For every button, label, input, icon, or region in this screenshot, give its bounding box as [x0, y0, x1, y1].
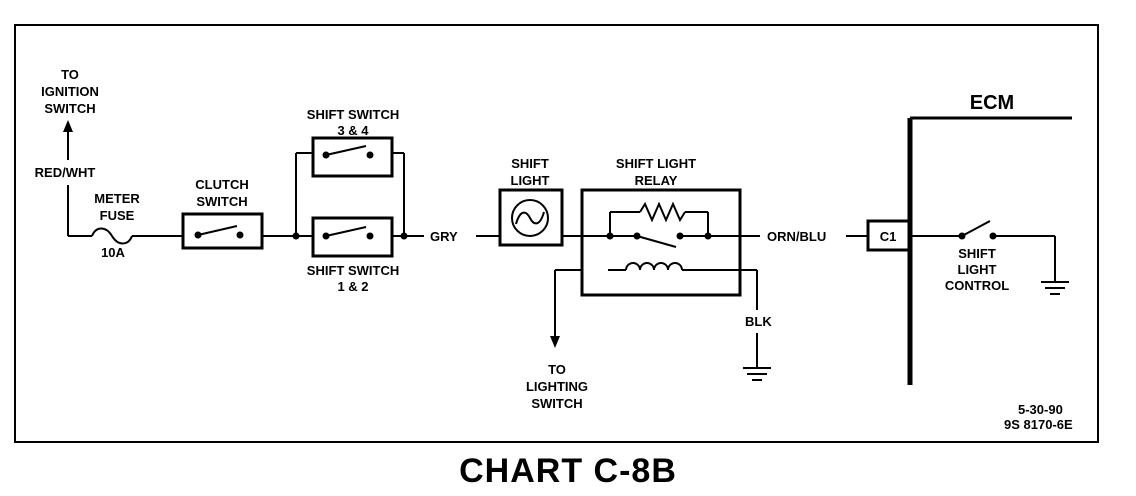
meter-fuse-line1: METER: [94, 191, 140, 206]
blk-ground-icon: [743, 367, 771, 381]
shift-light-line1: SHIFT: [511, 156, 549, 171]
diagram-frame: [14, 24, 1099, 443]
shift-light-control-line2: LIGHT: [958, 262, 997, 277]
lighting-arrow-head: [550, 336, 560, 348]
shift-switch-12-line1: SHIFT SWITCH: [307, 263, 399, 278]
shift-switch-34-contact-b: [366, 151, 374, 159]
relay-coil-icon: [625, 262, 683, 271]
to-lighting-line3: SWITCH: [531, 396, 582, 411]
connector-c1-label: C1: [880, 229, 897, 244]
shift-light-bulb-icon: [511, 199, 549, 237]
ref-label: 9S 8170-6E: [1004, 417, 1073, 432]
chart-title: CHART C-8B: [459, 452, 677, 490]
shift-light-box: [498, 188, 564, 247]
relay-resistor-icon: [639, 201, 686, 223]
fuse-rating: 10A: [101, 245, 125, 260]
relay-label-line2: RELAY: [635, 173, 678, 188]
shift-switch-34-line2: 3 & 4: [337, 123, 369, 138]
to-ignition-line2: IGNITION: [41, 84, 99, 99]
shift-light-control-line1: SHIFT: [958, 246, 996, 261]
shift-switch-12-line2: 1 & 2: [337, 279, 368, 294]
shift-switch-34-line1: SHIFT SWITCH: [307, 107, 399, 122]
ignition-arrow-head: [63, 120, 73, 132]
wiring-diagram: TO IGNITION SWITCH RED/WHT METER FUSE 10…: [14, 24, 1099, 443]
shift-switch-12-contact-b: [366, 232, 374, 240]
to-ignition-line1: TO: [61, 67, 79, 82]
shift-switch-34-blade: [325, 145, 367, 156]
shift-light-control-line3: CONTROL: [945, 278, 1009, 293]
relay-label-line1: SHIFT LIGHT: [616, 156, 696, 171]
gry-label: GRY: [430, 229, 458, 244]
meter-fuse-line2: FUSE: [100, 208, 135, 223]
ecm-label: ECM: [970, 92, 1014, 114]
to-lighting-line1: TO: [548, 362, 566, 377]
shift-light-line2: LIGHT: [511, 173, 550, 188]
clutch-switch-line1: CLUTCH: [195, 177, 248, 192]
orn-blu-label: ORN/BLU: [767, 229, 826, 244]
red-wht-label: RED/WHT: [35, 165, 96, 180]
clutch-switch-line2: SWITCH: [196, 194, 247, 209]
relay-switch-blade: [636, 235, 677, 248]
to-lighting-line2: LIGHTING: [526, 379, 588, 394]
clutch-switch-blade: [197, 225, 238, 236]
fuse-symbol: [91, 227, 133, 245]
shift-switch-12-blade: [325, 226, 367, 237]
shift-light-control-blade: [961, 220, 991, 237]
ecm-ground-icon: [1041, 281, 1069, 295]
clutch-switch-contact-b: [236, 231, 244, 239]
shift-light-filament: [515, 211, 545, 225]
to-ignition-line3: SWITCH: [44, 101, 95, 116]
junction-right: [400, 232, 408, 240]
relay-box: [580, 188, 742, 297]
blk-label: BLK: [745, 314, 772, 329]
clutch-switch-box: [181, 212, 264, 250]
shift-switch-34-box: [311, 136, 394, 178]
date-label: 5-30-90: [1018, 402, 1063, 417]
